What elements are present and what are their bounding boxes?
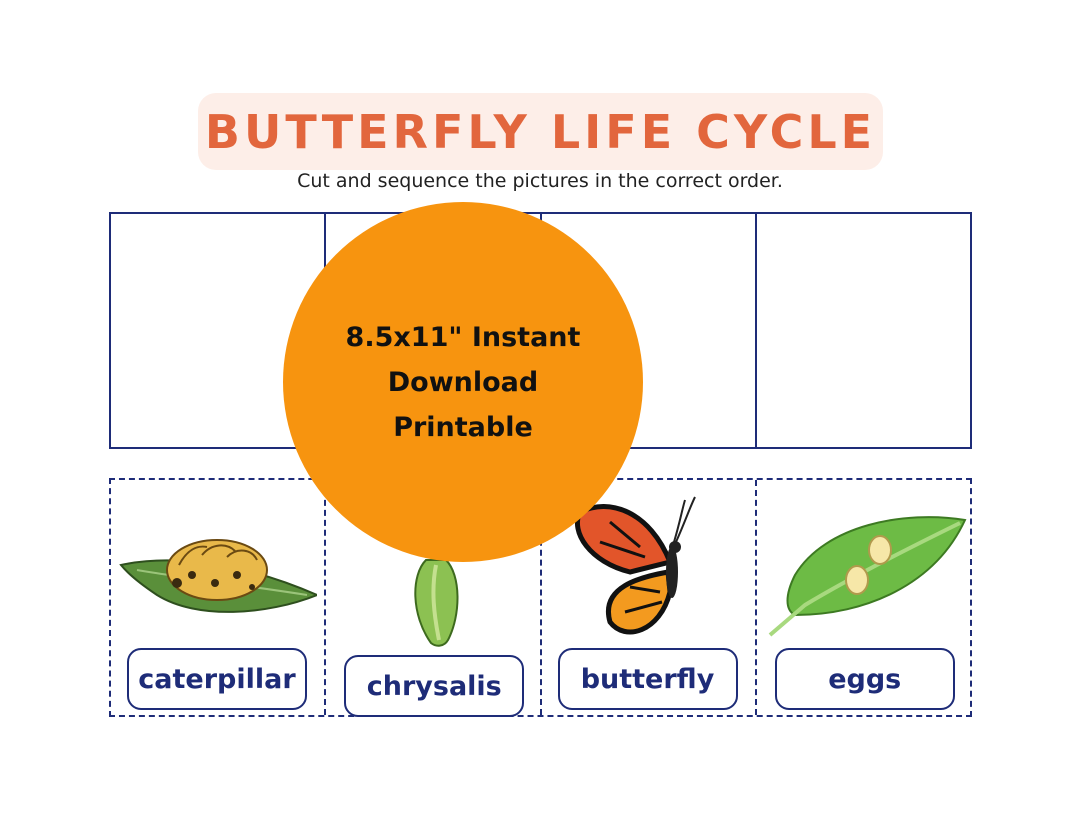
badge-line-1: 8.5x11" Instant	[345, 321, 581, 353]
cutout-cards: caterpillar chrysalis butterfly eggs	[109, 478, 972, 717]
card-caterpillar: caterpillar	[111, 480, 327, 715]
title-banner: BUTTERFLY LIFE CYCLE	[198, 93, 883, 170]
card-label-caterpillar: caterpillar	[127, 648, 307, 710]
card-eggs: eggs	[757, 480, 970, 715]
instructions: Cut and sequence the pictures in the cor…	[297, 170, 783, 192]
monarch-butterfly-icon	[574, 496, 696, 635]
badge-line-3: Printable	[393, 411, 533, 443]
card-label-butterfly: butterfly	[557, 648, 738, 710]
sequence-slot-4	[757, 214, 970, 447]
caterpillar-on-leaf-icon	[119, 539, 317, 613]
page-title: BUTTERFLY LIFE CYCLE	[204, 104, 877, 159]
card-butterfly: butterfly	[542, 480, 757, 715]
badge-line-2: Download	[387, 366, 539, 398]
eggs-on-leaf-icon	[768, 516, 967, 637]
download-badge: 8.5x11" Instant Download Printable	[283, 202, 643, 562]
sequence-slot-3	[542, 214, 757, 447]
card-chrysalis: chrysalis	[326, 480, 542, 717]
card-label-chrysalis: chrysalis	[344, 655, 525, 717]
chrysalis-icon	[414, 559, 459, 647]
card-label-eggs: eggs	[774, 648, 955, 710]
